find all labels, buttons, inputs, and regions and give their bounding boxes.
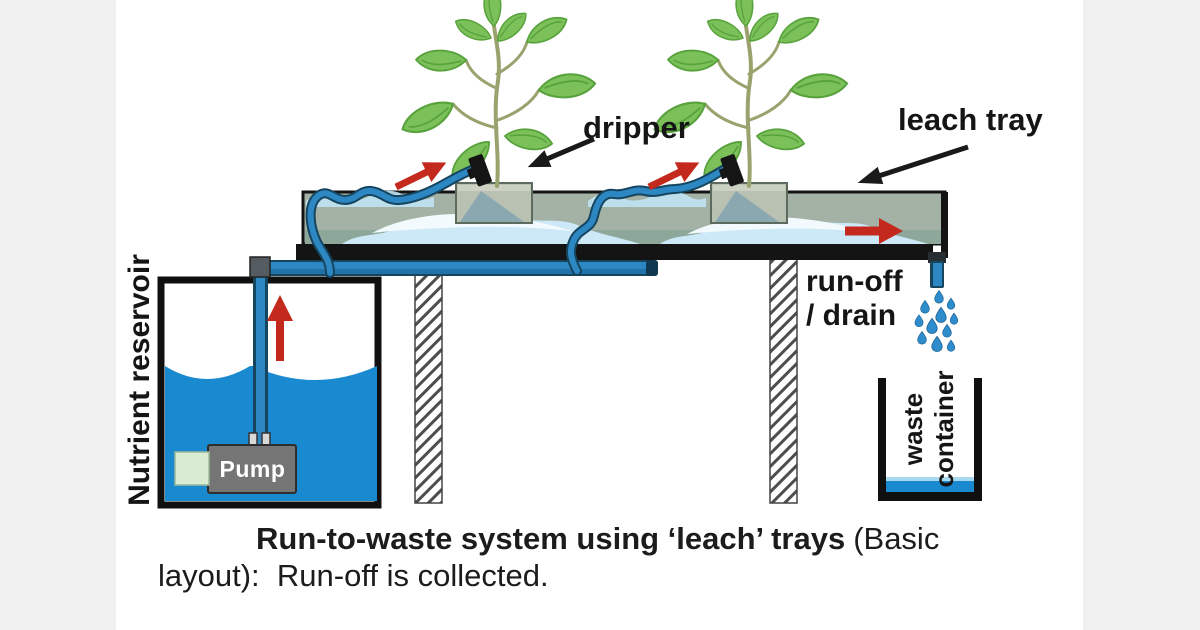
- caption-title-bold: Run-to-waste system using ‘leach’ trays: [256, 521, 846, 556]
- waste-container-label-line2: container: [929, 370, 959, 488]
- leach-tray-label: leach tray: [898, 102, 1043, 137]
- plant-1: [399, 0, 596, 186]
- waste-container-label-line1: waste: [898, 392, 928, 466]
- caption-line2: layout): Run-off is collected.: [158, 558, 549, 593]
- caption-title-regular: (Basic: [853, 521, 940, 556]
- right-gray-margin: [1083, 0, 1200, 630]
- plant-2: [651, 0, 848, 186]
- dripper-1: [466, 154, 492, 187]
- drain-spout: [928, 252, 946, 288]
- runoff-label-line2: / drain: [806, 299, 897, 332]
- plant-pot-2: [710, 182, 788, 224]
- leach-tray-pointer-icon: [857, 144, 969, 184]
- waste-container: [878, 378, 982, 501]
- dripper-label: dripper: [583, 110, 690, 145]
- tray-base-bar: [296, 244, 933, 260]
- flow-arrow-up-icon: [267, 295, 293, 361]
- flow-arrow-dripper1-icon: [394, 162, 447, 191]
- pipe-elbow: [249, 256, 271, 278]
- pump-inlet-box: [174, 451, 210, 486]
- plant-pot-1: [455, 182, 533, 224]
- manifold-pipe: [249, 256, 658, 278]
- flow-arrow-dripper2-icon: [647, 162, 700, 191]
- pump-label: Pump: [219, 455, 286, 482]
- flow-arrow-right-icon: [845, 218, 903, 244]
- left-gray-margin: [0, 0, 116, 630]
- drain-droplets: [914, 289, 959, 353]
- riser-pipe: [256, 261, 265, 451]
- feed-tubes: [305, 162, 733, 278]
- caption-line1: Run-to-waste system using ‘leach’ trays(…: [256, 521, 939, 557]
- dripper-2: [718, 154, 744, 187]
- dripper-pointer-icon: [527, 136, 595, 168]
- runoff-label-line1: run-off: [806, 265, 903, 298]
- nutrient-reservoir-label: Nutrient reservoir: [123, 254, 156, 506]
- nutrient-reservoir-tank: [157, 258, 382, 509]
- label-arrows: [527, 136, 969, 184]
- flow-arrows: [267, 162, 903, 361]
- support-legs: [414, 257, 798, 504]
- waste-container-label: waste container: [898, 354, 960, 504]
- waste-water: [886, 481, 974, 493]
